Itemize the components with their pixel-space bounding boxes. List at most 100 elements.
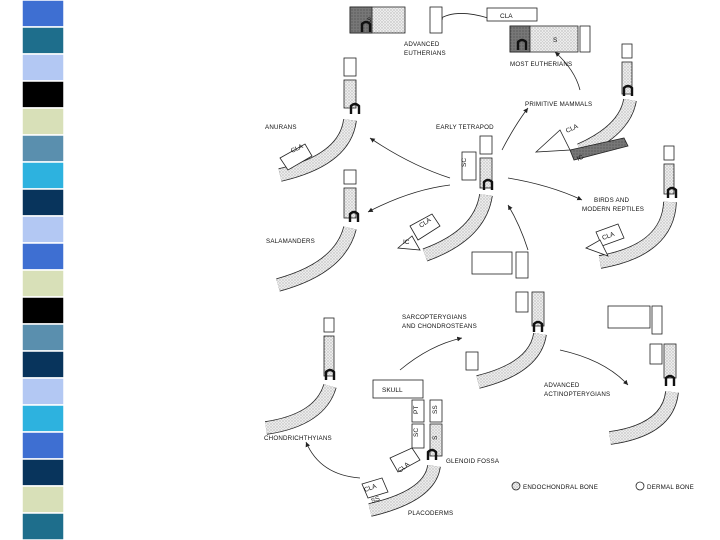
tag-s-advanced: S xyxy=(367,17,372,24)
tetrapod-glenoid xyxy=(482,178,494,190)
stripe-block xyxy=(21,377,65,406)
anuran-cla-plate xyxy=(279,143,313,171)
label-glenoid-fossa: GLENOID FOSSA xyxy=(446,458,500,465)
placoderm-skull xyxy=(372,379,424,399)
legend-endochondral-label: ENDOCHONDRAL BONE xyxy=(523,484,598,491)
stripe-block xyxy=(21,134,65,163)
tag-cla-top: CLA xyxy=(500,13,513,20)
stripe-block xyxy=(21,0,65,28)
label-sarcopterygians-2: AND CHONDROSTEANS xyxy=(402,323,477,330)
label-chondrichthyians: CHONDRICHTHYIANS xyxy=(264,435,332,442)
legend-dermal-swatch xyxy=(635,481,645,491)
most-eutherian-glenoid xyxy=(516,38,528,50)
sarco-post xyxy=(515,251,529,279)
tag-sc-tetrapod: SC xyxy=(461,158,468,167)
stripe-block xyxy=(21,431,65,460)
tag-cla-placoderm: CLA xyxy=(363,483,378,494)
mammal-glenoid xyxy=(622,84,634,96)
stripe-block xyxy=(21,215,65,244)
chondr-top xyxy=(323,317,335,333)
sarco-skull xyxy=(471,251,513,275)
stripe-block xyxy=(21,269,65,298)
actino-coracoid xyxy=(609,390,678,444)
tag-sc-placoderm: SC xyxy=(413,428,420,437)
sarco-upper xyxy=(515,291,529,313)
stripe-block xyxy=(21,80,65,109)
tag-s-placoderm: S xyxy=(432,435,439,440)
tetrapod-scapula xyxy=(479,157,493,189)
mammal-ic xyxy=(534,129,571,153)
sarco-cla xyxy=(465,351,479,371)
label-advanced-actinopterygians-2: ACTINOPTERYGIANS xyxy=(544,391,610,398)
evolution-arrows xyxy=(305,13,629,479)
label-most-eutherians: MOST EUTHERIANS xyxy=(510,61,572,68)
actino-scapula xyxy=(663,343,677,379)
actino-post xyxy=(651,305,663,335)
anuran-glenoid xyxy=(349,102,361,114)
tetrapod-top xyxy=(479,135,493,155)
arrow-tetrapod-to-mammals xyxy=(501,107,529,151)
placoderm-sc xyxy=(411,423,425,449)
bird-top xyxy=(663,145,675,161)
placoderm-pt xyxy=(411,399,425,423)
placoderm-ss-top xyxy=(429,399,443,423)
tag-ss-placoderm: SS xyxy=(370,495,381,505)
tag-ic-mammal: IC xyxy=(576,154,585,163)
anuran-top xyxy=(343,57,357,77)
tag-s-most: S xyxy=(553,37,558,44)
tag-cla-mammal: CLA xyxy=(565,123,580,135)
bird-ic xyxy=(585,239,609,257)
label-placoderms: PLACODERMS xyxy=(408,510,453,517)
label-advanced-actinopterygians-1: ADVANCED xyxy=(544,382,580,389)
advanced-eutherian-clavicle xyxy=(429,6,443,34)
legend-endochondral-swatch xyxy=(511,481,521,491)
salamander-glenoid xyxy=(348,210,360,222)
label-birds-2: MODERN REPTILES xyxy=(582,206,644,213)
salamander-coracoid xyxy=(276,226,356,291)
arrow-sarcopterygian-to-actinopterygian xyxy=(559,349,629,386)
label-sarcopterygians-1: SARCOPTERYGIANS xyxy=(402,314,467,321)
placoderm-glenoid xyxy=(426,448,438,460)
stripe-block xyxy=(21,26,65,55)
chondr-scapula xyxy=(323,335,335,377)
bird-coracoid xyxy=(598,201,676,268)
label-salamanders: SALAMANDERS xyxy=(266,238,315,245)
stripe-block xyxy=(21,458,65,487)
anuran-coracoid xyxy=(278,118,356,181)
most-eutherian-extra xyxy=(579,25,591,53)
chondr-coracoid xyxy=(265,383,336,434)
label-anurans: ANURANS xyxy=(265,124,297,131)
arrow-sarcopterygian-to-tetrapod xyxy=(507,204,529,251)
label-primitive-mammals: PRIMITIVE MAMMALS xyxy=(525,101,592,108)
arrow-placoderm-to-chondrichthyian xyxy=(305,441,361,479)
stripe-block xyxy=(21,296,65,325)
tag-cla-anurans: CLA xyxy=(290,143,305,155)
arrow-mammals-to-eutherians xyxy=(554,51,581,91)
decorative-stripe xyxy=(21,0,65,540)
most-eutherian-cla xyxy=(486,7,538,22)
tetrapod-coracoid xyxy=(422,193,492,261)
tag-ss-placoderm-top: SS xyxy=(432,405,439,414)
advanced-eutherian-glenoid xyxy=(360,20,372,32)
stripe-block xyxy=(21,188,65,217)
mammal-scapula xyxy=(621,61,633,95)
salamander-top xyxy=(343,169,357,185)
actino-upper xyxy=(649,343,663,365)
legend-dermal-label: DERMAL BONE xyxy=(647,484,694,491)
arrow-tetrapod-to-anurans xyxy=(369,137,451,179)
sarco-glenoid xyxy=(532,320,544,332)
stripe-block xyxy=(21,161,65,190)
tetrapod-sc xyxy=(461,151,477,181)
stripe-block xyxy=(21,242,65,271)
tag-pt-placoderm: PT xyxy=(413,406,420,414)
arrow-tetrapod-to-salamanders xyxy=(367,184,451,213)
label-advanced-eutherians-2: EUTHERIANS xyxy=(404,50,446,57)
label-birds-1: BIRDS AND xyxy=(594,197,629,204)
advanced-eutherian-scapula-dark xyxy=(349,6,373,34)
arrow-tetrapod-to-birds xyxy=(507,177,583,201)
stripe-block xyxy=(21,512,65,540)
placoderm-cle xyxy=(389,447,421,473)
actino-skull xyxy=(607,305,651,329)
placoderm-cla-plate xyxy=(361,477,389,499)
